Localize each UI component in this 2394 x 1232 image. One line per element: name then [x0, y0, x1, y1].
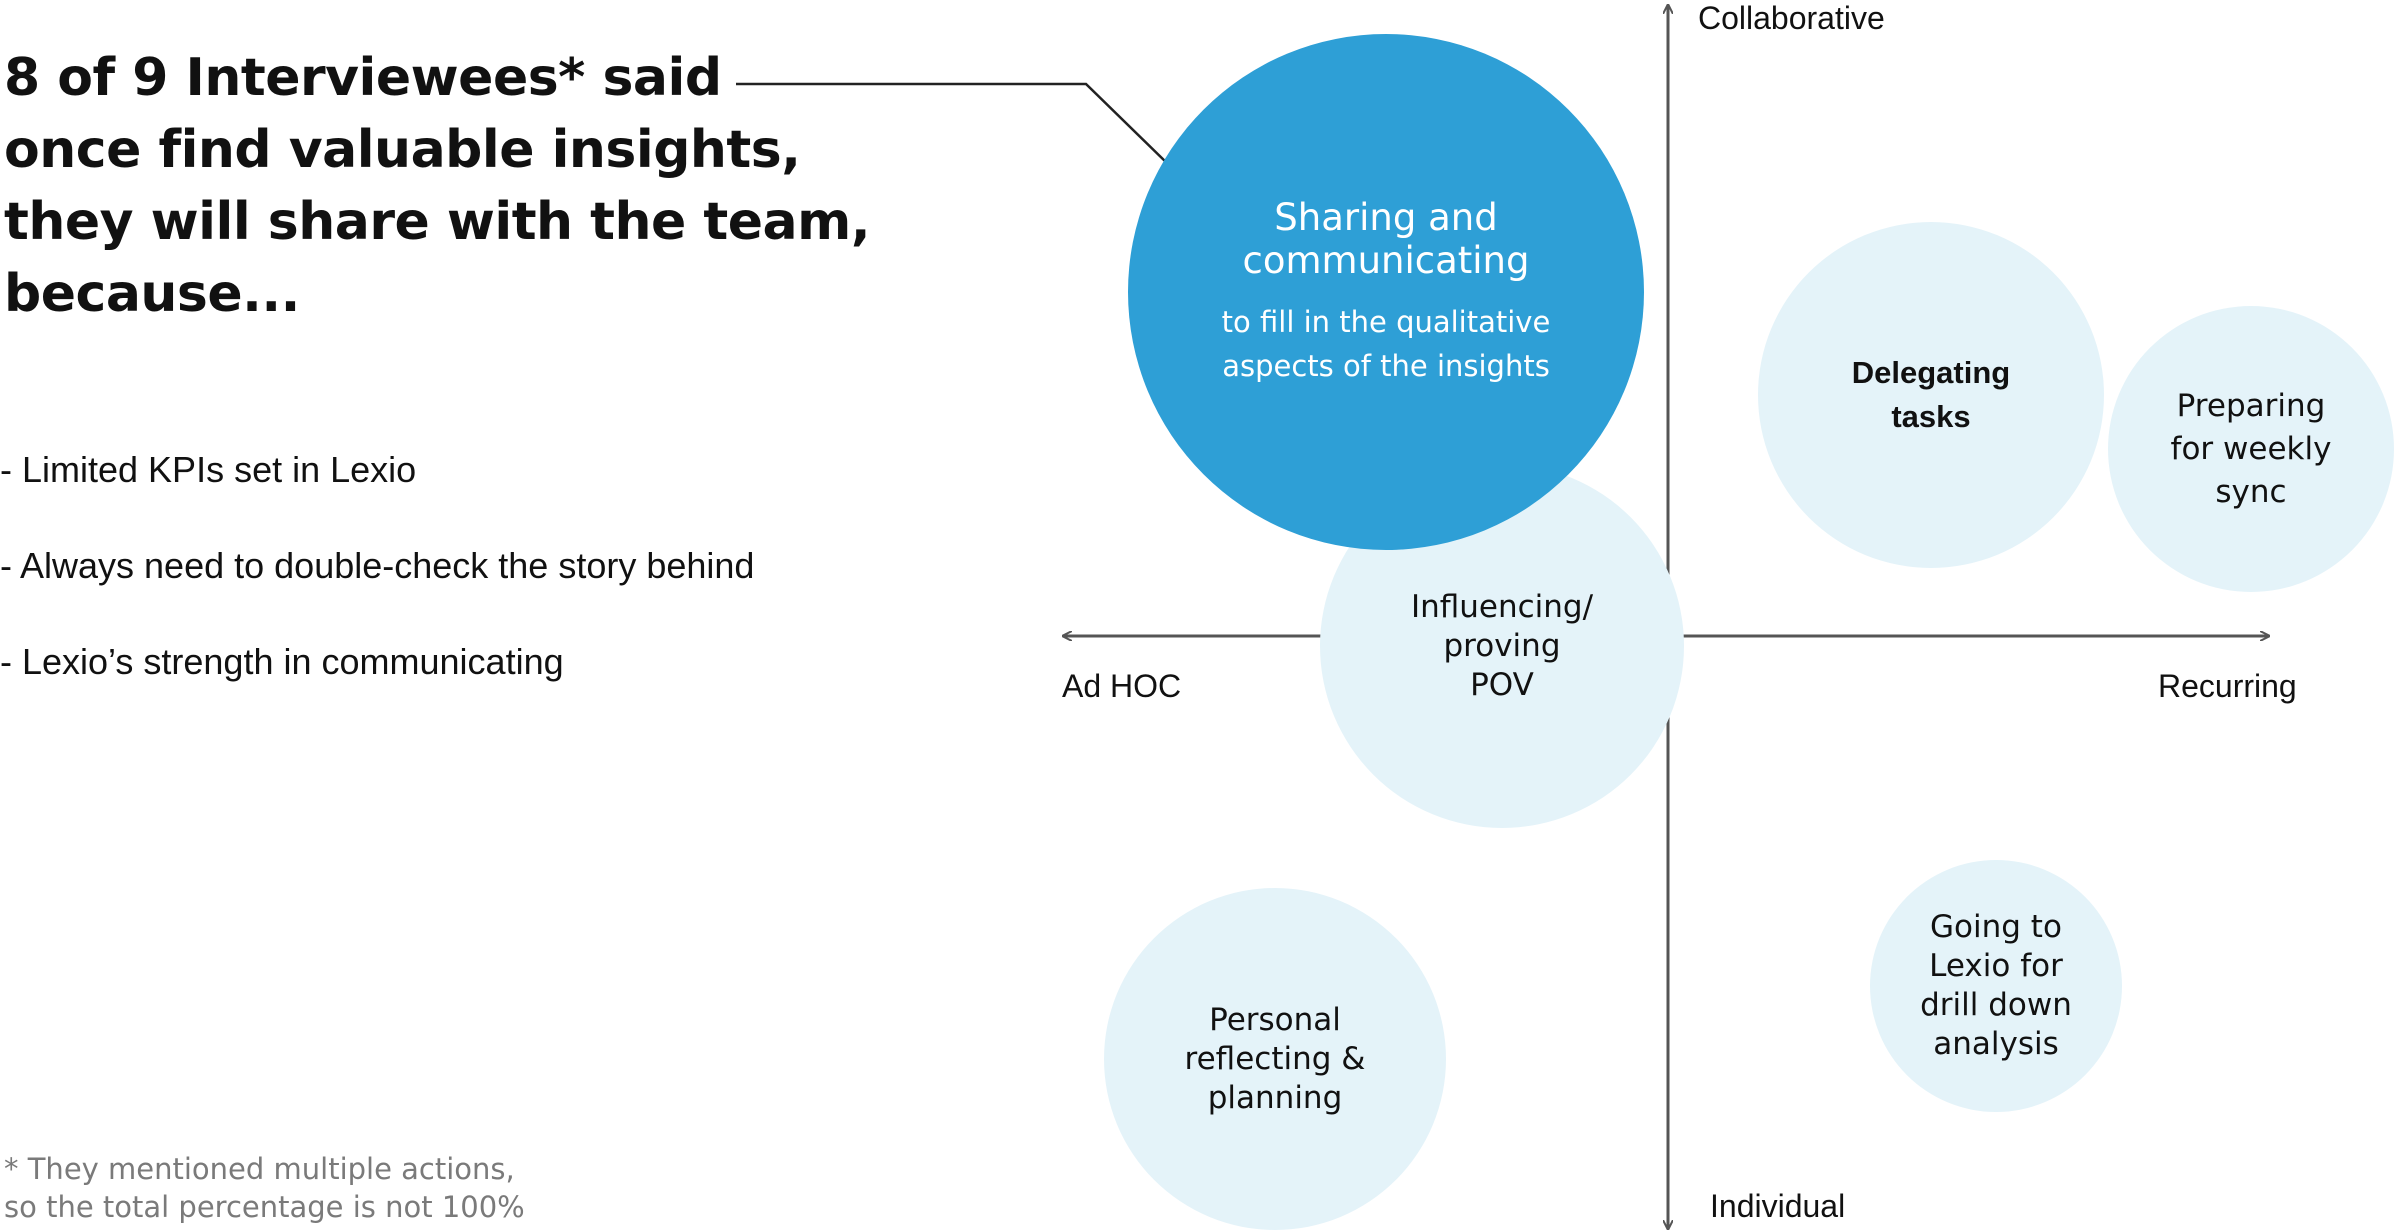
headline-line: they will share with the team,	[4, 192, 871, 252]
bubble-delegating: Delegating tasks	[1758, 222, 2104, 568]
axis-label-left: Ad HOC	[1062, 668, 1182, 704]
bubble-sharing-communicating: Sharing and communicating to fill in the…	[1128, 34, 1644, 550]
footnote-line: * They mentioned multiple actions,	[4, 1152, 515, 1186]
reason-item: - Lexio’s strength in communicating	[0, 641, 564, 682]
axis-label-bottom: Individual	[1710, 1188, 1846, 1224]
bubble-title: Personal reflecting & planning	[1184, 1001, 1366, 1116]
bubble-going-to-lexio: Going to Lexio for drill down analysis	[1870, 860, 2122, 1112]
bubble-title: Sharing and communicating	[1242, 196, 1530, 282]
axis-label-top: Collaborative	[1698, 0, 1885, 36]
headline-line: 8 of 9 Interviewees* said	[4, 48, 722, 108]
headline: 8 of 9 Interviewees* said once find valu…	[4, 42, 884, 330]
footnote-line: so the total percentage is not 100%	[4, 1190, 525, 1224]
reasons-list: - Limited KPIs set in Lexio - Always nee…	[0, 450, 754, 738]
callout-connector	[736, 82, 1171, 167]
bubble-title: Influencing/ proving POV	[1410, 588, 1594, 703]
bubble-preparing: Preparing for weekly sync	[2108, 306, 2394, 592]
bubble-subtitle: to fill in the qualitative aspects of th…	[1221, 305, 1551, 383]
bubble-title: Preparing for weekly sync	[2170, 387, 2332, 510]
bubble-title: Going to Lexio for drill down analysis	[1920, 909, 2072, 1062]
axis-label-right: Recurring	[2158, 668, 2297, 704]
reason-item: - Limited KPIs set in Lexio	[0, 449, 417, 490]
reason-item: - Always need to double-check the story …	[0, 545, 755, 586]
bubble-title: Delegating tasks	[1851, 355, 2011, 434]
headline-line: once find valuable insights,	[4, 120, 801, 180]
footnote: * They mentioned multiple actions, so th…	[4, 1150, 525, 1226]
bubble-personal: Personal reflecting & planning	[1104, 888, 1446, 1230]
headline-line: because...	[4, 264, 300, 324]
